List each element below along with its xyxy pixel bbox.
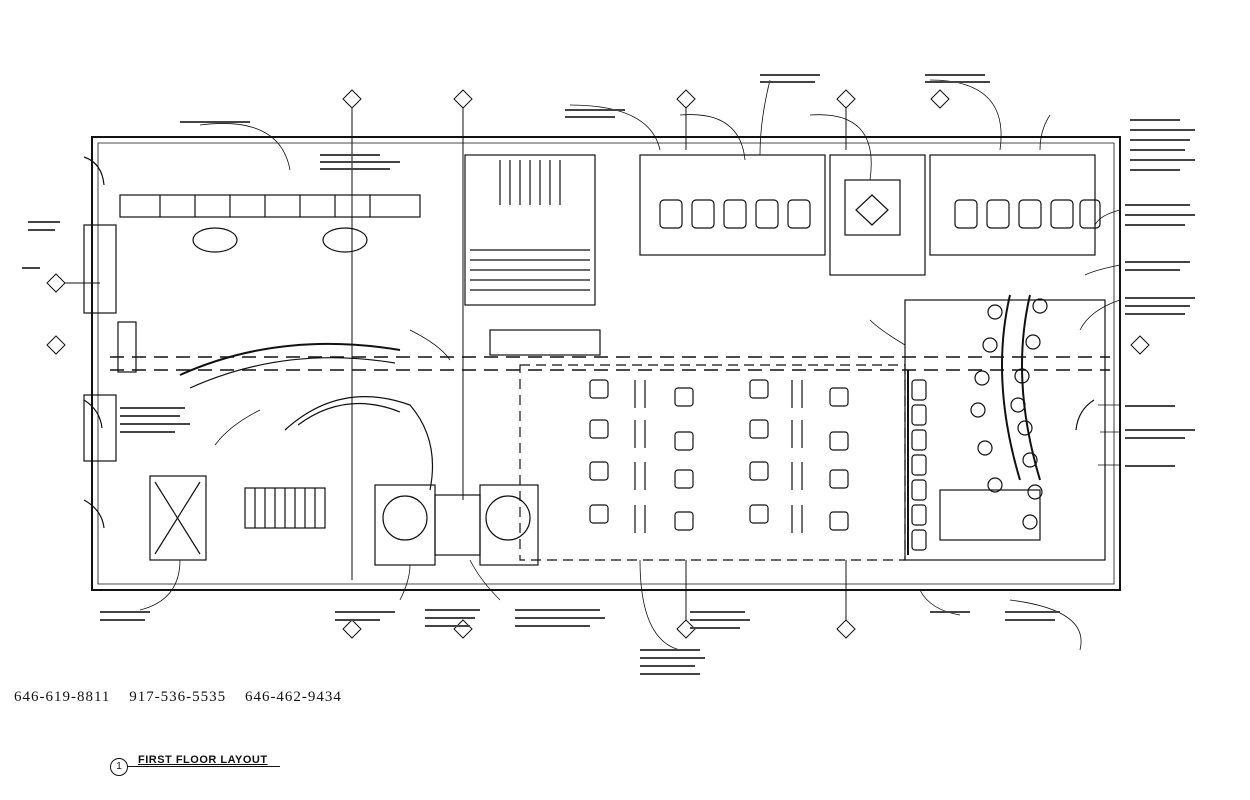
dispensary-inner	[844, 179, 901, 236]
styling-floor	[519, 364, 906, 561]
shampoo-chairs	[659, 199, 811, 229]
color-bar-stools	[970, 298, 1048, 530]
reception-round-desk-2	[297, 402, 401, 426]
door-swing	[1075, 399, 1095, 431]
restroom-2	[479, 484, 539, 566]
callout-leaders	[139, 79, 1121, 651]
annotation-text-placeholders	[22, 74, 1195, 675]
restroom-2-fixture	[485, 495, 531, 541]
lower-stair-treads	[254, 488, 316, 528]
stair-left	[83, 394, 117, 462]
lounge-seats	[911, 379, 927, 551]
color-lounge	[904, 299, 1106, 561]
door-swing	[83, 156, 105, 186]
stair-treads-upper	[499, 160, 561, 205]
phone-number-1: 646-619-8811	[14, 689, 111, 705]
bench-dividers	[159, 195, 371, 217]
drawing-number: 1	[110, 758, 128, 776]
reception-desk	[179, 342, 401, 376]
planter	[322, 227, 368, 253]
section-markers	[46, 89, 1150, 639]
restroom-1-fixture	[382, 495, 428, 541]
exterior-wall-inner	[97, 142, 1115, 585]
drawing-title: FIRST FLOOR LAYOUT	[138, 754, 268, 766]
styling-chairs	[589, 379, 849, 531]
janitor-closet	[434, 494, 481, 556]
drawing-title-block: 1 FIRST FLOOR LAYOUT	[104, 752, 304, 782]
color-bar-area	[929, 154, 1096, 256]
styling-stations	[634, 380, 803, 533]
reception-desk-inner	[189, 357, 396, 389]
elevator-shaft	[149, 475, 207, 561]
stair-treads	[470, 249, 590, 291]
planter	[192, 227, 238, 253]
exterior-wall	[91, 136, 1121, 591]
window-left	[117, 321, 137, 373]
title-underline	[124, 766, 280, 767]
vestibule	[83, 224, 117, 314]
door-swing	[83, 399, 103, 429]
dispensary	[829, 154, 926, 276]
reception-round-desk	[284, 396, 433, 491]
bench-upper-left	[119, 194, 421, 218]
phone-number-3: 646-462-9434	[244, 689, 342, 705]
elevator-cross	[154, 481, 201, 555]
shampoo-area	[639, 154, 826, 256]
color-bar-curve-2	[1021, 294, 1041, 481]
color-bar-curve	[1001, 294, 1021, 481]
phone-number-2: 917-536-5535	[129, 689, 227, 705]
dispensary-diamond	[855, 194, 889, 226]
ramp	[489, 329, 601, 356]
phone-numbers: 646-619-8811 917-536-5535 646-462-9434	[14, 689, 356, 706]
processing-area	[939, 489, 1041, 541]
door-swing	[83, 499, 105, 529]
color-chairs	[954, 199, 1101, 229]
central-stair	[464, 154, 596, 306]
